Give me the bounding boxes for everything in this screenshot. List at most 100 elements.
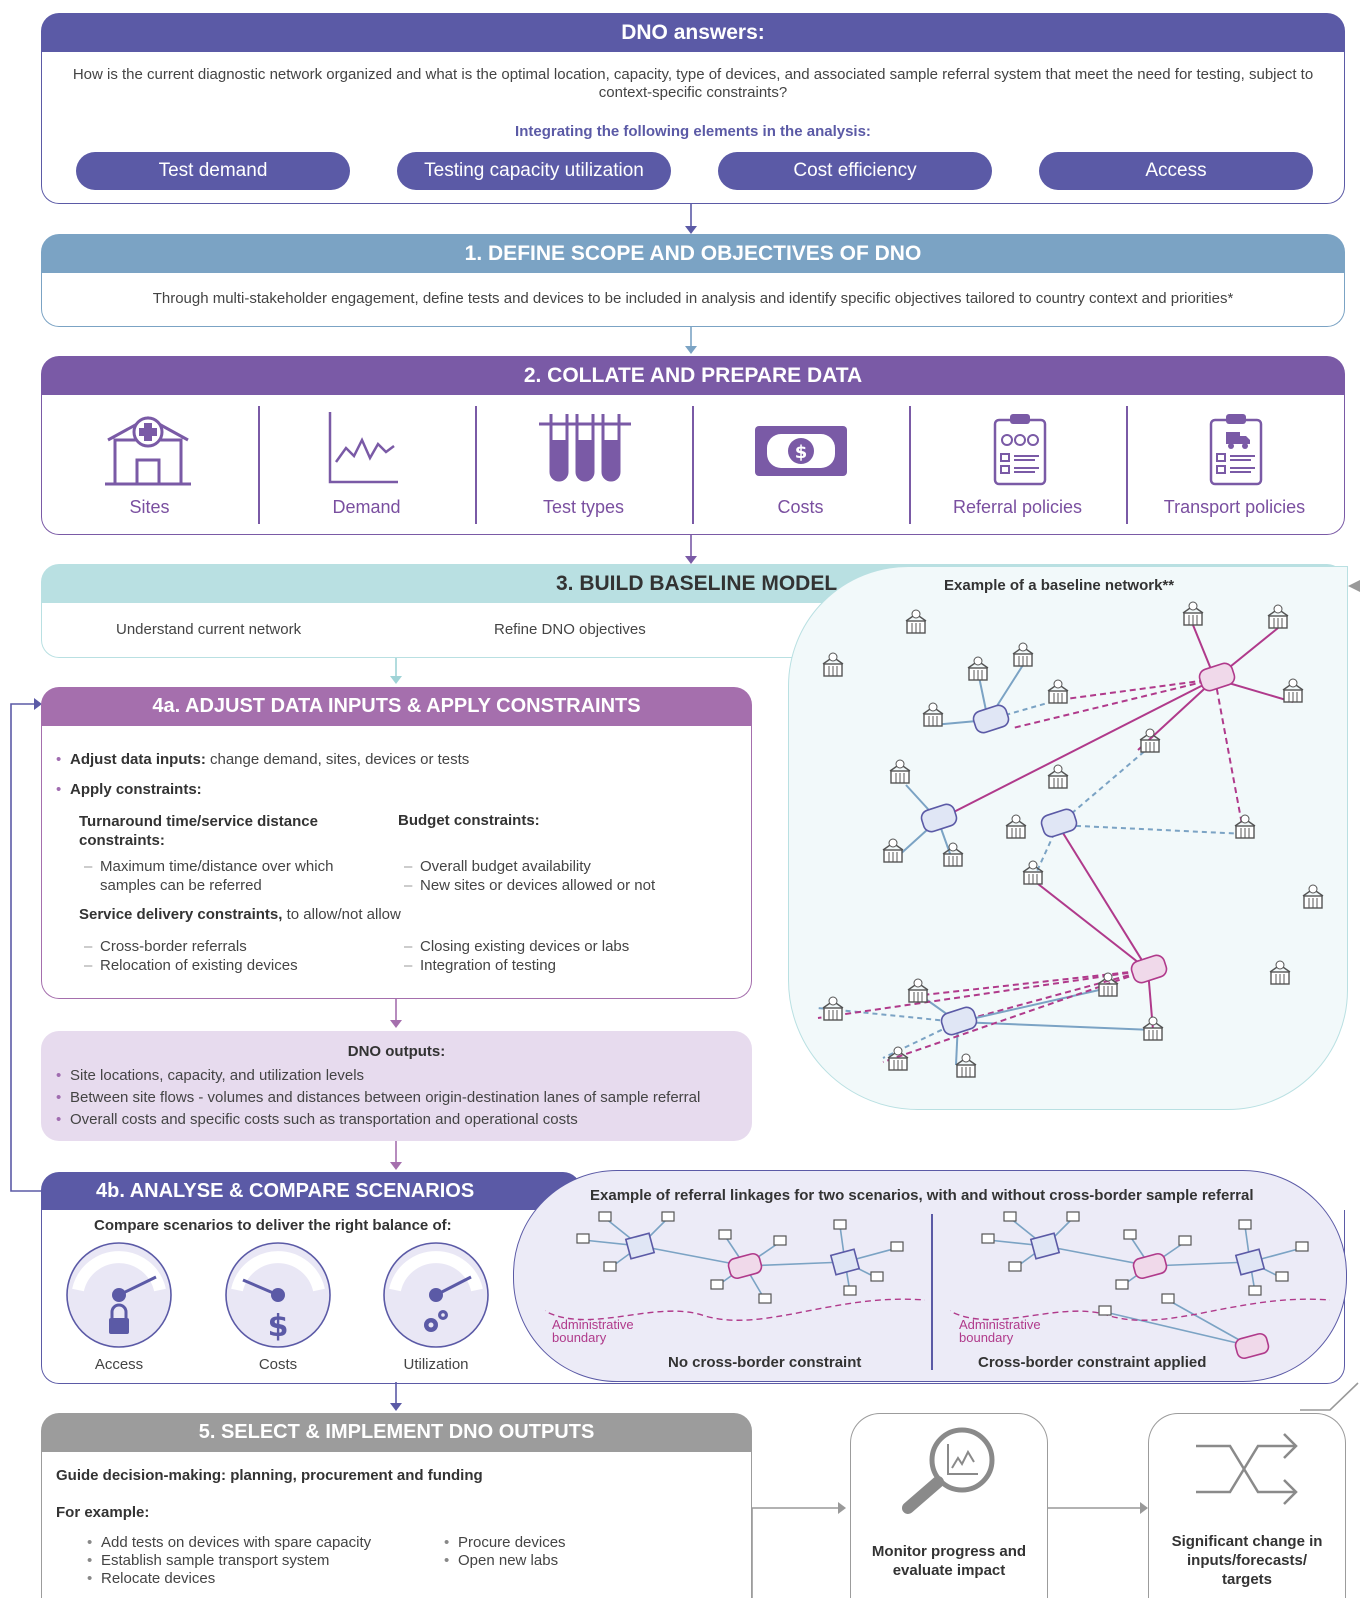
gauge-label-utilization: Utilization — [403, 1356, 469, 1373]
adjust-inputs-item: Adjust data inputs: change demand, sites… — [56, 750, 746, 769]
step5-banner: 5. SELECT & IMPLEMENT DNO OUTPUTS — [41, 1413, 752, 1452]
dno-outputs-title: DNO outputs: — [347, 1043, 446, 1060]
step5-item: Relocate devices — [87, 1570, 427, 1588]
change-label: Significant change in inputs/forecasts/ … — [1171, 1533, 1323, 1588]
demand-label: Demand — [332, 497, 401, 517]
step5-item: Procure devices — [444, 1534, 724, 1552]
divider — [1126, 406, 1128, 524]
turnaround-item: Maximum time/distance over which samples… — [80, 857, 380, 895]
referral-policies-label: Referral policies — [952, 497, 1083, 517]
service-item: Closing existing devices or labs — [400, 937, 740, 956]
step5-guide: Guide decision-making: planning, procure… — [56, 1467, 483, 1484]
budget-item: Overall budget availability — [400, 857, 740, 876]
divider — [909, 406, 911, 524]
gauge-label-access: Access — [94, 1356, 144, 1373]
divider — [475, 406, 477, 524]
monitor-label: Monitor progress and evaluate impact — [871, 1543, 1027, 1579]
scenario-right-label: Cross-border constraint applied — [978, 1354, 1207, 1371]
divider — [692, 406, 694, 524]
lock-icon — [109, 1303, 129, 1334]
step4a-content: Adjust data inputs: change demand, sites… — [56, 750, 746, 799]
boundary-label-right: Administrative boundary — [959, 1317, 1041, 1345]
test-types-label: Test types — [542, 497, 625, 517]
budget-title: Budget constraints: — [398, 812, 540, 829]
step4a-title: 4a. ADJUST DATA INPUTS & APPLY CONSTRAIN… — [152, 695, 641, 717]
boundary-label-left: Administrative boundary — [552, 1317, 634, 1345]
refine-objectives-text: Refine DNO objectives — [494, 621, 646, 638]
step4b-banner: 4b. ANALYSE & COMPARE SCENARIOS — [41, 1172, 581, 1210]
step2-banner: 2. COLLATE AND PREPARE DATA — [41, 356, 1345, 395]
step2-title: 2. COLLATE AND PREPARE DATA — [523, 363, 863, 387]
integrating-label: Integrating the following elements in th… — [515, 123, 871, 140]
baseline-network-diagram — [817, 601, 1324, 1078]
clipboard-truck-icon — [1209, 414, 1263, 486]
step5-item: Establish sample transport system — [87, 1552, 427, 1570]
understand-network-text: Understand current network — [116, 621, 302, 638]
step1-box — [41, 273, 1345, 327]
output-item: Between site flows - volumes and distanc… — [56, 1087, 746, 1109]
baseline-example-title: Example of a baseline network** — [944, 577, 1175, 594]
output-item: Overall costs and specific costs such as… — [56, 1109, 746, 1131]
transport-policies-label: Transport policies — [1163, 497, 1306, 517]
step5-left-list: Add tests on devices with spare capacity… — [87, 1534, 427, 1588]
scenario-left-label: No cross-border constraint — [668, 1354, 862, 1371]
step4b-subtitle: Compare scenarios to deliver the right b… — [94, 1217, 452, 1234]
step1-text: Through multi-stakeholder engagement, de… — [152, 290, 1234, 307]
turnaround-list: Maximum time/distance over which samples… — [80, 857, 380, 895]
divider — [258, 406, 260, 524]
sites-label: Sites — [129, 497, 170, 517]
turnaround-title: Turnaround time/service distance constra… — [79, 813, 318, 849]
element-pill-test-demand: Test demand — [76, 152, 350, 190]
step1-title: 1. DEFINE SCOPE AND OBJECTIVES OF DNO — [464, 241, 922, 265]
access-gauge — [66, 1242, 172, 1348]
element-pill-testing-capacity: Testing capacity utilization — [397, 152, 671, 190]
shuffle-icon — [1196, 1433, 1298, 1505]
costs-label: Costs — [777, 497, 824, 517]
scenario-left-diagram — [545, 1211, 925, 1321]
apply-constraints-item: Apply constraints: — [56, 780, 746, 799]
scenario-right-diagram — [950, 1211, 1330, 1360]
service-item: Integration of testing — [400, 956, 740, 975]
service-item: Cross-border referrals — [80, 937, 380, 956]
scenario-example-title: Example of referral linkages for two sce… — [590, 1187, 1254, 1204]
line-chart-icon — [328, 412, 398, 484]
step5-item: Open new labs — [444, 1552, 724, 1570]
test-tubes-icon — [539, 414, 631, 482]
step2-box — [41, 395, 1345, 535]
step3-title: 3. BUILD BASELINE MODEL — [556, 571, 838, 595]
service-item: Relocation of existing devices — [80, 956, 380, 975]
utilization-gauge — [383, 1242, 489, 1348]
magnifier-chart-icon — [902, 1427, 995, 1514]
step5-item: Add tests on devices with spare capacity — [87, 1534, 427, 1552]
gears-icon — [424, 1310, 448, 1332]
service-right-list: Closing existing devices or labs Integra… — [400, 937, 740, 975]
banknote-icon: $ — [755, 426, 847, 476]
step5-for-example: For example: — [56, 1504, 150, 1521]
budget-list: Overall budget availability New sites or… — [400, 857, 740, 895]
hospital-icon — [105, 416, 191, 486]
output-item: Site locations, capacity, and utilizatio… — [56, 1065, 746, 1087]
dno-question: How is the current diagnostic network or… — [72, 66, 1314, 101]
step5-box — [41, 1452, 752, 1598]
dollar-icon: $ — [268, 1309, 289, 1344]
service-left-list: Cross-border referrals Relocation of exi… — [80, 937, 380, 975]
element-pill-cost-efficiency: Cost efficiency — [718, 152, 992, 190]
costs-gauge: $ — [225, 1242, 331, 1348]
svg-text:$: $ — [795, 442, 808, 463]
step4b-title: 4b. ANALYSE & COMPARE SCENARIOS — [96, 1179, 475, 1202]
gauge-label-costs: Costs — [258, 1356, 298, 1373]
step5-right-list: Procure devices Open new labs — [444, 1534, 724, 1570]
clipboard-list-icon — [993, 414, 1047, 486]
budget-item: New sites or devices allowed or not — [400, 876, 740, 895]
step4a-banner: 4a. ADJUST DATA INPUTS & APPLY CONSTRAIN… — [41, 687, 752, 726]
change-box — [1148, 1413, 1346, 1598]
dno-answers-title: DNO answers: — [621, 20, 765, 44]
scenario-divider — [931, 1214, 933, 1370]
step5-title: 5. SELECT & IMPLEMENT DNO OUTPUTS — [198, 1421, 595, 1443]
step1-banner: 1. DEFINE SCOPE AND OBJECTIVES OF DNO — [41, 234, 1345, 273]
dno-answers-banner: DNO answers: — [41, 13, 1345, 52]
step4a-box — [41, 726, 752, 999]
dno-answers-box — [41, 52, 1345, 204]
service-delivery-title: Service delivery constraints, to allow/n… — [79, 906, 401, 923]
monitor-box — [850, 1413, 1048, 1598]
